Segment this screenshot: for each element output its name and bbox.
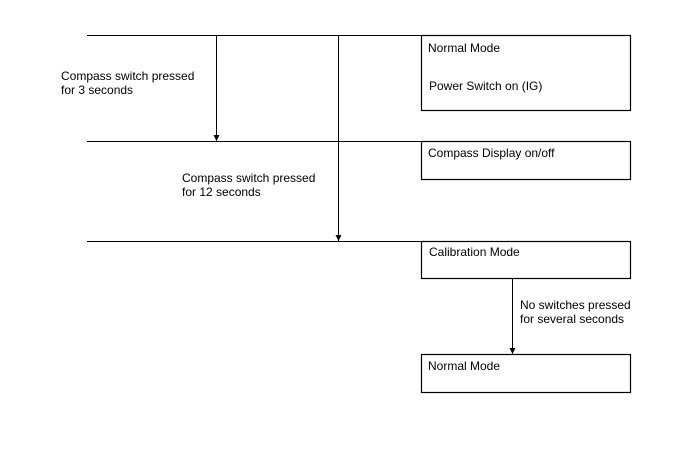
state-calibration-title: Calibration Mode (429, 245, 520, 259)
state-box-normal-top (420, 34, 632, 112)
transition-press-12s-line2: for 12 seconds (182, 185, 261, 199)
state-box-compass-display (420, 140, 632, 181)
transition-press-12s-line1: Compass switch pressed (182, 171, 316, 185)
transition-press-3s-line1: Compass switch pressed (61, 69, 195, 83)
state-normal-bottom-title: Normal Mode (428, 359, 501, 373)
transition-no-press-line1: No switches pressed (520, 298, 631, 312)
state-compass-display-title: Compass Display on/off (428, 146, 555, 160)
state-box-calibration (420, 240, 632, 280)
state-normal-top-title: Normal Mode (428, 41, 501, 55)
state-box-normal-bottom (420, 353, 632, 394)
transition-press-3s-line2: for 3 seconds (61, 83, 134, 97)
state-normal-top-detail: Power Switch on (IG) (429, 79, 543, 93)
transition-no-press-line2: for several seconds (520, 312, 625, 326)
